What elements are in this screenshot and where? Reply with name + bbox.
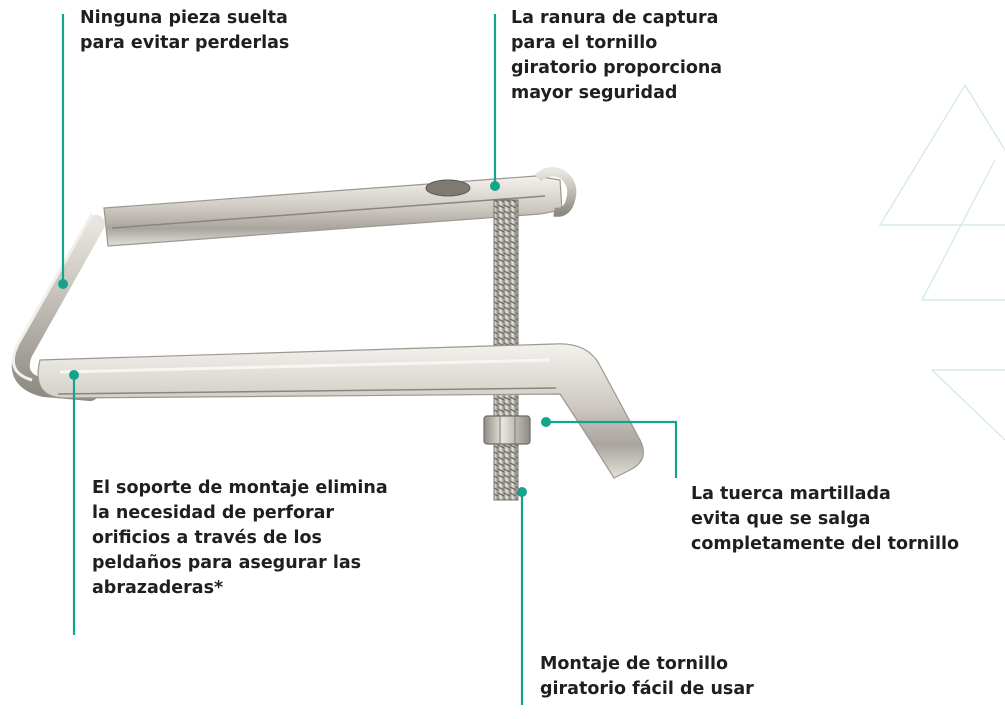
callout-swivel-screw: Montaje de tornillo giratorio fácil de u… [540, 654, 754, 699]
capture-slot [425, 179, 471, 197]
callout-loose-parts: Ninguna pieza suelta para evitar perderl… [80, 8, 290, 53]
background-triangles [878, 84, 1005, 441]
clamp-illustration [11, 167, 644, 501]
callout-capture-slot: La ranura de captura para el tornillo gi… [511, 8, 723, 103]
leader-mounting-bracket-dot [69, 370, 79, 380]
leader-swivel-screw-dot [517, 487, 527, 497]
leader-loose-parts-dot [58, 279, 68, 289]
leader-capture-slot-dot [490, 181, 500, 191]
bottom-bar [37, 343, 644, 479]
hammered-nut [483, 415, 531, 445]
top-curl [534, 167, 577, 217]
leader-hammered-nut-dot [541, 417, 551, 427]
callout-mounting-bracket: El soporte de montaje elimina la necesid… [92, 478, 388, 598]
leader-hammered-nut [546, 420, 678, 478]
callout-hammered-nut: La tuerca martillada evita que se salga … [691, 484, 960, 554]
leader-lines [58, 14, 678, 705]
